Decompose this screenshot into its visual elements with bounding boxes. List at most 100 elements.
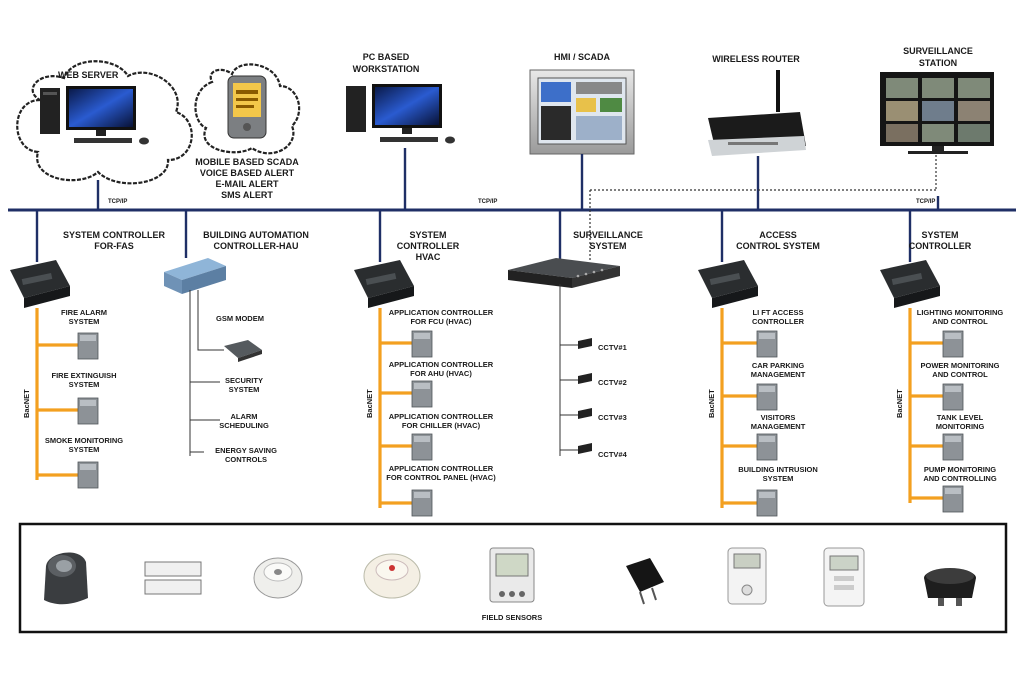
hau-item-energy-saving: ENERGY SAVING CONTROLS	[215, 446, 277, 464]
svg-text:BUILDING AUTOMATION: BUILDING AUTOMATION	[203, 230, 309, 240]
mobile-alert-labels: MOBILE BASED SCADA VOICE BASED ALERT E-M…	[195, 157, 299, 200]
svg-text:AND CONTROL: AND CONTROL	[932, 370, 988, 379]
hvac-item-fcu: APPLICATION CONTROLLER FOR FCU (HVAC)	[389, 308, 494, 358]
svg-text:FOR-FAS: FOR-FAS	[94, 241, 134, 251]
access-item-intrusion: BUILDING INTRUSION SYSTEM	[738, 465, 818, 517]
svg-text:APPLICATION CONTROLLER: APPLICATION CONTROLLER	[389, 308, 494, 317]
pc-workstation-label-2: WORKSTATION	[353, 64, 420, 74]
svg-text:ENERGY SAVING: ENERGY SAVING	[215, 446, 277, 455]
gsm-modem-icon	[224, 340, 262, 358]
svg-text:FOR AHU (HVAC): FOR AHU (HVAC)	[410, 369, 472, 378]
svg-text:FOR FCU (HVAC): FOR FCU (HVAC)	[410, 317, 472, 326]
svg-text:SCHEDULING: SCHEDULING	[219, 421, 269, 430]
field-sensors-label: FIELD SENSORS	[482, 613, 542, 622]
svg-text:APPLICATION CONTROLLER: APPLICATION CONTROLLER	[389, 464, 494, 473]
svg-text:FOR CHILLER (HVAC): FOR CHILLER (HVAC)	[402, 421, 481, 430]
svg-text:CCTV#3: CCTV#3	[598, 413, 627, 422]
mobile-scada-label: MOBILE BASED SCADA	[195, 157, 299, 167]
svg-text:CONTROL SYSTEM: CONTROL SYSTEM	[736, 241, 820, 251]
pc-workstation: PC BASED WORKSTATION	[346, 52, 455, 144]
svg-text:TANK LEVEL: TANK LEVEL	[937, 413, 984, 422]
system-item-tank-level: TANK LEVEL MONITORING	[936, 413, 984, 461]
thermostat-icon	[489, 547, 535, 603]
hvac-item-chiller: APPLICATION CONTROLLER FOR CHILLER (HVAC…	[389, 412, 494, 461]
system-controller-device	[880, 260, 940, 308]
access-control-title: ACCESS CONTROL SYSTEM	[736, 230, 820, 251]
svg-text:SYSTEM: SYSTEM	[69, 445, 100, 454]
smoke-detector-icon	[363, 553, 421, 599]
hvac-bacnet-label: BacNET	[365, 389, 374, 418]
system-bacnet-branches	[910, 341, 943, 500]
hau-branches	[189, 290, 220, 456]
surveillance-station: SURVEILLANCE STATION	[880, 46, 994, 154]
tcpip-label-3: TCP/IP	[916, 199, 935, 205]
svg-text:LI FT ACCESS: LI FT ACCESS	[753, 308, 804, 317]
hvac-bacnet-branches	[380, 341, 412, 505]
hmi-scada-label: HMI / SCADA	[554, 52, 611, 62]
pressure-sensor-icon	[924, 568, 976, 606]
svg-text:FOR CONTROL PANEL (HVAC): FOR CONTROL PANEL (HVAC)	[386, 473, 496, 482]
web-server-cloud: WEB SERVER	[16, 60, 193, 185]
svg-text:HVAC: HVAC	[416, 252, 441, 262]
dvr-device	[508, 258, 620, 288]
wall-sensor-icon	[727, 547, 767, 605]
fas-bacnet-branches	[37, 343, 78, 477]
surveillance-system-title: SURVEILLANCE SYSTEM	[573, 230, 643, 251]
svg-text:BUILDING INTRUSION: BUILDING INTRUSION	[738, 465, 818, 474]
hau-item-alarm-scheduling: ALARM SCHEDULING	[219, 412, 269, 430]
svg-text:ACCESS: ACCESS	[759, 230, 797, 240]
mobile-scada-cloud	[194, 63, 301, 155]
hau-controller-device	[164, 258, 226, 294]
cctv-camera-icon	[578, 443, 592, 454]
access-item-lift: LI FT ACCESS CONTROLLER	[752, 308, 805, 358]
svg-text:SYSTEM: SYSTEM	[409, 230, 446, 240]
svg-text:CONTROLLER: CONTROLLER	[397, 241, 460, 251]
svg-text:SYSTEM: SYSTEM	[69, 380, 100, 389]
fas-controller-title: SYSTEM CONTROLLER FOR-FAS	[63, 230, 166, 251]
svg-text:AND CONTROLLING: AND CONTROLLING	[923, 474, 996, 483]
svg-text:MANAGEMENT: MANAGEMENT	[751, 370, 806, 379]
svg-text:CONTROLLER-HAU: CONTROLLER-HAU	[214, 241, 299, 251]
svg-text:PUMP MONITORING: PUMP MONITORING	[924, 465, 996, 474]
access-item-visitors: VISITORS MANAGEMENT	[751, 413, 806, 461]
fas-controller-device	[10, 260, 70, 308]
pc-workstation-label-1: PC BASED	[363, 52, 410, 62]
svg-text:SYSTEM CONTROLLER: SYSTEM CONTROLLER	[63, 230, 166, 240]
system-bacnet-label: BacNET	[895, 389, 904, 418]
cctv-item-3: CCTV#3	[578, 408, 627, 422]
hvac-item-control-panel: APPLICATION CONTROLLER FOR CONTROL PANEL…	[386, 464, 496, 517]
hmi-scada-panel: HMI / SCADA	[529, 52, 635, 155]
fas-item-smoke-monitoring: SMOKE MONITORING SYSTEM	[45, 436, 123, 489]
svg-text:GSM MODEM: GSM MODEM	[216, 314, 264, 323]
hau-item-security: SECURITY SYSTEM	[225, 376, 263, 394]
cctv-branches	[559, 284, 578, 456]
svg-text:CCTV#1: CCTV#1	[598, 343, 627, 352]
gsm-branch	[197, 290, 224, 351]
surveillance-station-label-2: STATION	[919, 58, 957, 68]
keypad-sensor-icon	[823, 547, 865, 607]
svg-text:SYSTEM: SYSTEM	[69, 317, 100, 326]
svg-text:FIRE ALARM: FIRE ALARM	[61, 308, 107, 317]
web-server-label: WEB SERVER	[58, 70, 119, 80]
svg-text:LIGHTING MONITORING: LIGHTING MONITORING	[917, 308, 1004, 317]
wireless-router-label: WIRELESS ROUTER	[712, 54, 800, 64]
svg-text:SYSTEM: SYSTEM	[229, 385, 260, 394]
voice-alert-label: VOICE BASED ALERT	[200, 168, 295, 178]
svg-text:SYSTEM: SYSTEM	[921, 230, 958, 240]
cctv-item-2: CCTV#2	[578, 373, 627, 387]
hvac-controller-title: SYSTEM CONTROLLER HVAC	[397, 230, 460, 262]
fas-item-fire-extinguish: FIRE EXTINGUISH SYSTEM	[51, 371, 117, 425]
svg-text:CONTROLLER: CONTROLLER	[909, 241, 972, 251]
cctv-item-4: CCTV#4	[578, 443, 628, 459]
cctv-camera-icon	[578, 373, 592, 384]
cctv-item-1: CCTV#1	[578, 338, 627, 352]
svg-text:MANAGEMENT: MANAGEMENT	[751, 422, 806, 431]
svg-text:AND CONTROL: AND CONTROL	[932, 317, 988, 326]
svg-text:SMOKE MONITORING: SMOKE MONITORING	[45, 436, 123, 445]
surveillance-station-label-1: SURVEILLANCE	[903, 46, 973, 56]
system-item-lighting: LIGHTING MONITORING AND CONTROL	[917, 308, 1004, 358]
svg-text:CONTROLLER: CONTROLLER	[752, 317, 805, 326]
svg-text:CCTV#4: CCTV#4	[598, 450, 628, 459]
